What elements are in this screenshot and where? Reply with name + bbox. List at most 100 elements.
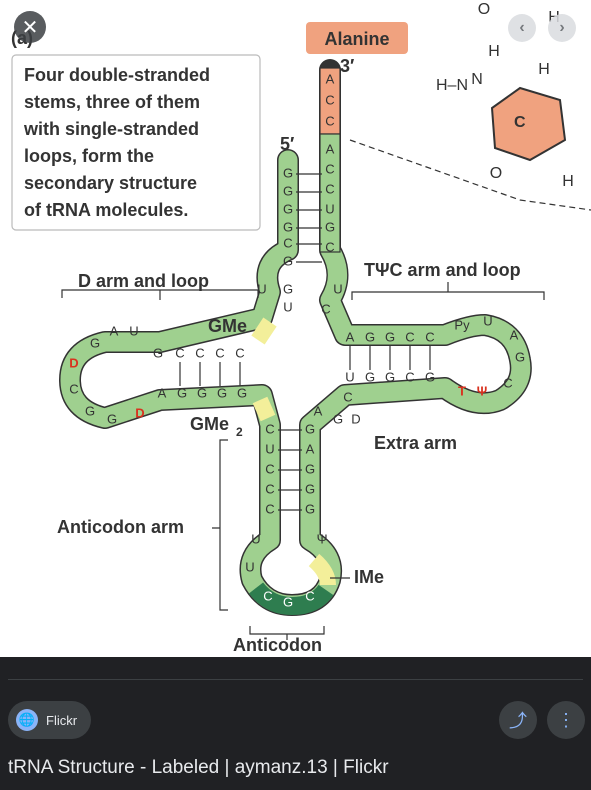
- svg-text:A: A: [314, 403, 323, 418]
- svg-text:G: G: [283, 201, 293, 216]
- svg-text:C: C: [265, 501, 274, 516]
- svg-text:G: G: [305, 461, 315, 476]
- svg-text:G: G: [385, 329, 395, 344]
- svg-text:C: C: [235, 345, 244, 360]
- gme2-subscript: 2: [236, 425, 243, 439]
- five-prime-label: 5′: [280, 134, 294, 154]
- svg-text:C: C: [325, 181, 334, 196]
- gme2-label: GMe: [190, 414, 229, 434]
- svg-text:C: C: [263, 588, 272, 603]
- more-vert-icon[interactable]: ⋮: [547, 701, 585, 739]
- svg-text:A: A: [306, 441, 315, 456]
- svg-text:C: C: [503, 375, 512, 390]
- divider: [8, 679, 583, 680]
- base-c-label: C: [514, 114, 526, 131]
- close-icon[interactable]: ✕: [14, 11, 46, 43]
- callout-line: loops, form the: [24, 146, 154, 166]
- svg-text:G: G: [515, 349, 525, 364]
- svg-text:C: C: [325, 239, 334, 254]
- svg-text:Ψ: Ψ: [477, 383, 488, 398]
- svg-text:G: G: [283, 183, 293, 198]
- svg-text:U: U: [283, 299, 292, 314]
- source-name: Flickr: [46, 712, 78, 728]
- svg-text:H–N: H–N: [436, 77, 468, 94]
- svg-text:C: C: [325, 92, 334, 107]
- svg-text:G: G: [325, 219, 335, 234]
- flickr-globe-icon: 🌐: [16, 709, 38, 731]
- svg-text:C: C: [265, 461, 274, 476]
- svg-text:C: C: [405, 329, 414, 344]
- svg-text:T: T: [458, 383, 466, 398]
- svg-text:C: C: [325, 113, 334, 128]
- anticodon-label: Anticodon: [233, 635, 322, 655]
- svg-text:G: G: [177, 385, 187, 400]
- svg-text:U: U: [483, 313, 492, 328]
- extra-arm-label: Extra arm: [374, 433, 457, 453]
- svg-text:G: G: [107, 411, 117, 426]
- image-preview[interactable]: Four double-stranded stems, three of the…: [0, 0, 591, 657]
- svg-text:A: A: [158, 385, 167, 400]
- image-caption[interactable]: tRNA Structure - Labeled | aymanz.13 | F…: [8, 757, 389, 778]
- callout-line: with single-stranded: [23, 119, 199, 139]
- svg-text:G: G: [283, 219, 293, 234]
- svg-text:G: G: [197, 385, 207, 400]
- chevron-right-icon[interactable]: ›: [548, 14, 576, 42]
- svg-text:U: U: [257, 281, 266, 296]
- svg-text:A: A: [110, 323, 119, 338]
- svg-text:G: G: [283, 594, 293, 609]
- svg-text:H: H: [538, 61, 550, 78]
- svg-text:G: G: [283, 253, 293, 268]
- svg-text:U: U: [245, 559, 254, 574]
- source-chip[interactable]: 🌐 Flickr: [8, 701, 92, 739]
- amino-acid-label: Alanine: [324, 29, 389, 49]
- svg-text:C: C: [175, 345, 184, 360]
- svg-text:C: C: [215, 345, 224, 360]
- svg-text:U: U: [129, 323, 138, 338]
- svg-text:C: C: [69, 381, 78, 396]
- svg-text:C: C: [283, 235, 292, 250]
- share-icon[interactable]: ⤴: [499, 701, 537, 739]
- svg-text:C: C: [325, 161, 334, 176]
- svg-text:G: G: [153, 345, 163, 360]
- svg-text:H: H: [488, 43, 500, 60]
- svg-text:U: U: [251, 531, 260, 546]
- svg-text:D: D: [351, 411, 360, 426]
- svg-text:G: G: [237, 385, 247, 400]
- callout-line: stems, three of them: [24, 92, 200, 112]
- svg-text:U: U: [325, 201, 334, 216]
- svg-text:A: A: [326, 71, 335, 86]
- ime-label: IMe: [354, 567, 384, 587]
- svg-text:G: G: [365, 329, 375, 344]
- svg-text:C: C: [425, 329, 434, 344]
- svg-text:U: U: [333, 281, 342, 296]
- svg-text:C: C: [265, 421, 274, 436]
- svg-text:U: U: [345, 369, 354, 384]
- tpsic-arm-label: TΨC arm and loop: [364, 260, 521, 280]
- svg-text:G: G: [305, 481, 315, 496]
- svg-text:C: C: [405, 369, 414, 384]
- svg-text:G: G: [283, 281, 293, 296]
- svg-text:G: G: [385, 369, 395, 384]
- svg-text:C: C: [305, 588, 314, 603]
- svg-text:G: G: [90, 335, 100, 350]
- trna-diagram: Four double-stranded stems, three of the…: [11, 1, 591, 655]
- svg-text:C: C: [343, 389, 352, 404]
- svg-text:A: A: [510, 327, 519, 342]
- svg-text:D: D: [135, 405, 144, 420]
- svg-text:Py: Py: [454, 317, 470, 332]
- chevron-left-icon[interactable]: ‹: [508, 14, 536, 42]
- svg-text:O: O: [490, 165, 502, 182]
- svg-text:G: G: [305, 421, 315, 436]
- svg-text:Ψ: Ψ: [317, 531, 328, 546]
- gme-label: GMe: [208, 316, 247, 336]
- svg-text:G: G: [217, 385, 227, 400]
- svg-text:U: U: [265, 441, 274, 456]
- d-arm-label: D arm and loop: [78, 271, 209, 291]
- svg-text:G: G: [283, 165, 293, 180]
- svg-text:G: G: [425, 369, 435, 384]
- svg-text:C: C: [195, 345, 204, 360]
- svg-text:O: O: [478, 1, 490, 18]
- svg-text:G: G: [85, 403, 95, 418]
- callout-line: secondary structure: [24, 173, 197, 193]
- svg-text:G: G: [333, 411, 343, 426]
